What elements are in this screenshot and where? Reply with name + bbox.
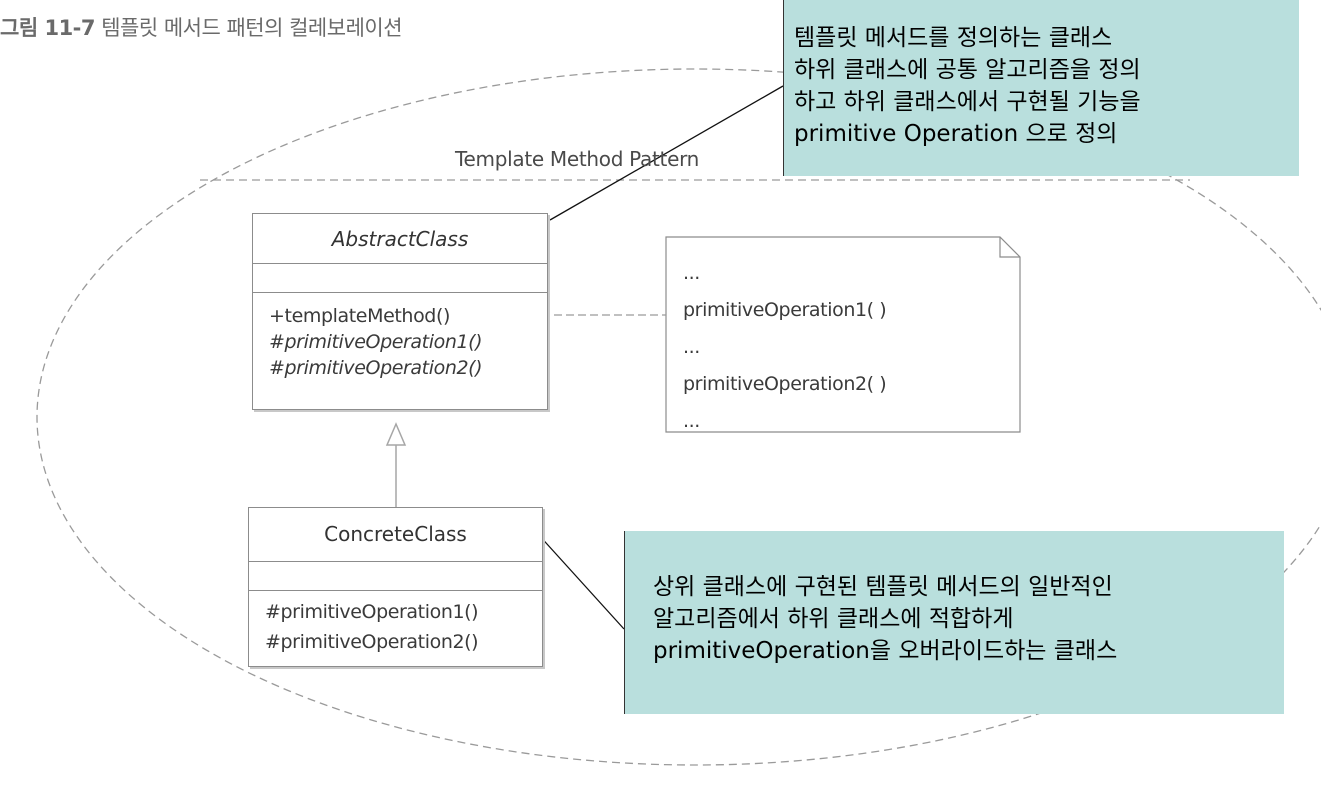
note-box bbox=[665, 236, 1021, 433]
abstract-class-name: AbstractClass bbox=[331, 227, 469, 251]
operation-primitive-2: #primitiveOperation2() bbox=[269, 357, 483, 379]
generalization-arrowhead-icon bbox=[385, 422, 407, 446]
operation-primitive-1: #primitiveOperation1() bbox=[269, 331, 483, 353]
callout-line: 알고리즘에서 하위 클래스에 적합하게 bbox=[653, 606, 1014, 632]
concrete-class-box: ConcreteClass #primitiveOperation1() #pr… bbox=[248, 507, 543, 667]
abstract-class-operations: +templateMethod() #primitiveOperation1()… bbox=[253, 293, 547, 385]
operation-template-method: +templateMethod() bbox=[269, 305, 450, 327]
callout-abstract-class: 템플릿 메서드를 정의하는 클래스 하위 클래스에 공통 알고리즘을 정의 하고… bbox=[783, 0, 1299, 176]
callout-line: 상위 클래스에 구현된 템플릿 메서드의 일반적인 bbox=[653, 574, 1113, 600]
note-line: primitiveOperation2( ) bbox=[683, 373, 887, 395]
collaboration-ellipse bbox=[36, 68, 1321, 766]
callout-line: primitive Operation 으로 정의 bbox=[794, 121, 1118, 147]
note-fold-icon bbox=[999, 237, 1020, 258]
callout-line: 템플릿 메서드를 정의하는 클래스 bbox=[794, 25, 1113, 51]
note-text: ... primitiveOperation1( ) ... primitive… bbox=[683, 262, 887, 449]
note-line: ... bbox=[683, 410, 700, 432]
callout-top-leader bbox=[549, 85, 784, 221]
abstract-class-attributes bbox=[253, 264, 547, 293]
figure-caption: 그림 11-7 템플릿 메서드 패턴의 컬레보레이션 bbox=[0, 12, 403, 42]
abstract-class-name-section: AbstractClass bbox=[253, 214, 547, 264]
concrete-class-name-section: ConcreteClass bbox=[249, 508, 542, 562]
abstract-class-box: AbstractClass +templateMethod() #primiti… bbox=[252, 213, 548, 410]
figure-caption-text: 템플릿 메서드 패턴의 컬레보레이션 bbox=[101, 16, 403, 40]
concrete-class-name: ConcreteClass bbox=[324, 522, 467, 546]
callout-line: 하위 클래스에 공통 알고리즘을 정의 bbox=[794, 57, 1141, 83]
operation-primitive-1: #primitiveOperation1() bbox=[265, 601, 479, 623]
concrete-class-attributes bbox=[249, 562, 542, 591]
note-line: ... bbox=[683, 336, 700, 358]
figure-caption-label: 그림 11-7 bbox=[0, 16, 96, 40]
note-line: primitiveOperation1( ) bbox=[683, 299, 887, 321]
note-line: ... bbox=[683, 262, 700, 284]
callout-line: primitiveOperation을 오버라이드하는 클래스 bbox=[653, 638, 1118, 664]
concrete-class-operations: #primitiveOperation1() #primitiveOperati… bbox=[249, 591, 542, 663]
pattern-label: Template Method Pattern bbox=[455, 147, 700, 171]
callout-line: 하고 하위 클래스에서 구현될 기능을 bbox=[794, 89, 1141, 115]
callout-concrete-class: 상위 클래스에 구현된 템플릿 메서드의 일반적인 알고리즘에서 하위 클래스에… bbox=[624, 531, 1284, 714]
operation-primitive-2: #primitiveOperation2() bbox=[265, 631, 479, 653]
